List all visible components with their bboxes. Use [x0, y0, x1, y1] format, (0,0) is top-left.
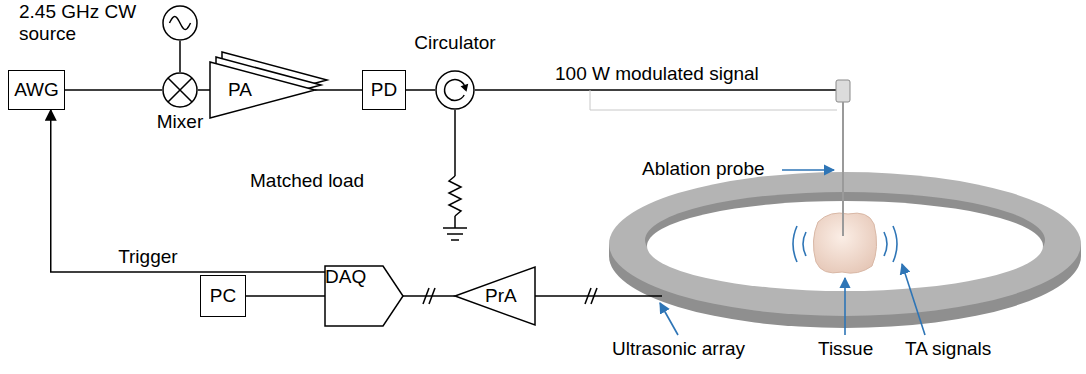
node-label: PD — [371, 79, 397, 101]
amplifier-triangle: PA — [210, 52, 330, 122]
circulator-symbol: Circulator — [435, 70, 475, 110]
mixer-symbol: Mixer — [162, 72, 198, 108]
source-symbol-outline — [162, 5, 198, 41]
connector — [179, 41, 181, 72]
connector — [403, 295, 455, 297]
node-label: Circulator — [414, 32, 495, 54]
node-label: AWG — [14, 79, 59, 101]
daq-outline — [325, 266, 403, 326]
sine-wave — [169, 17, 190, 30]
node-label: PA — [228, 79, 252, 101]
circle-outline — [163, 6, 197, 40]
connector — [406, 89, 435, 91]
bus-line — [535, 295, 662, 297]
mixer-cross — [168, 78, 192, 102]
circle-outline — [163, 73, 197, 107]
connector — [198, 89, 210, 91]
mixer-symbol-outline — [162, 72, 198, 108]
guide-line — [590, 90, 837, 110]
connector — [65, 89, 162, 91]
component-label: Ablation probe — [642, 158, 765, 180]
node-label: Mixer — [157, 111, 203, 133]
circulator-symbol-outline — [435, 70, 475, 110]
circle-outline — [436, 71, 474, 109]
signal-label: 100 W modulated signal — [555, 63, 759, 85]
connector — [246, 295, 325, 297]
process-box: PC — [200, 275, 246, 317]
node-label: 2.45 GHz CW source — [19, 1, 154, 45]
matched-load-symbol — [443, 110, 467, 240]
process-box: AWG — [8, 70, 65, 110]
tissue-sample — [813, 213, 876, 273]
signal-line — [475, 89, 837, 91]
connector — [315, 89, 362, 91]
node-label: PC — [210, 285, 236, 307]
triangle-outline — [455, 267, 535, 325]
component-label: Ultrasonic array — [612, 338, 745, 360]
amplifier-triangle: PrA — [455, 267, 535, 325]
component-label: TA signals — [905, 338, 991, 360]
circulation-arrowhead — [461, 84, 469, 92]
triangle-outline — [210, 62, 315, 118]
edge-label: Trigger — [116, 246, 179, 268]
component-label: Tissue — [818, 338, 873, 360]
source-symbol: 2.45 GHz CW source — [162, 5, 198, 41]
ta-waves — [793, 226, 897, 262]
node-label: PrA — [485, 285, 517, 307]
daq-block: DAQ — [325, 266, 403, 326]
component-label: Matched load — [250, 170, 364, 192]
node-label: DAQ — [325, 266, 366, 287]
circulation-arc — [445, 80, 465, 101]
probe-needle — [842, 102, 844, 236]
leader-arrow — [660, 170, 925, 335]
probe-connector — [836, 80, 850, 102]
process-box: PD — [362, 70, 406, 110]
